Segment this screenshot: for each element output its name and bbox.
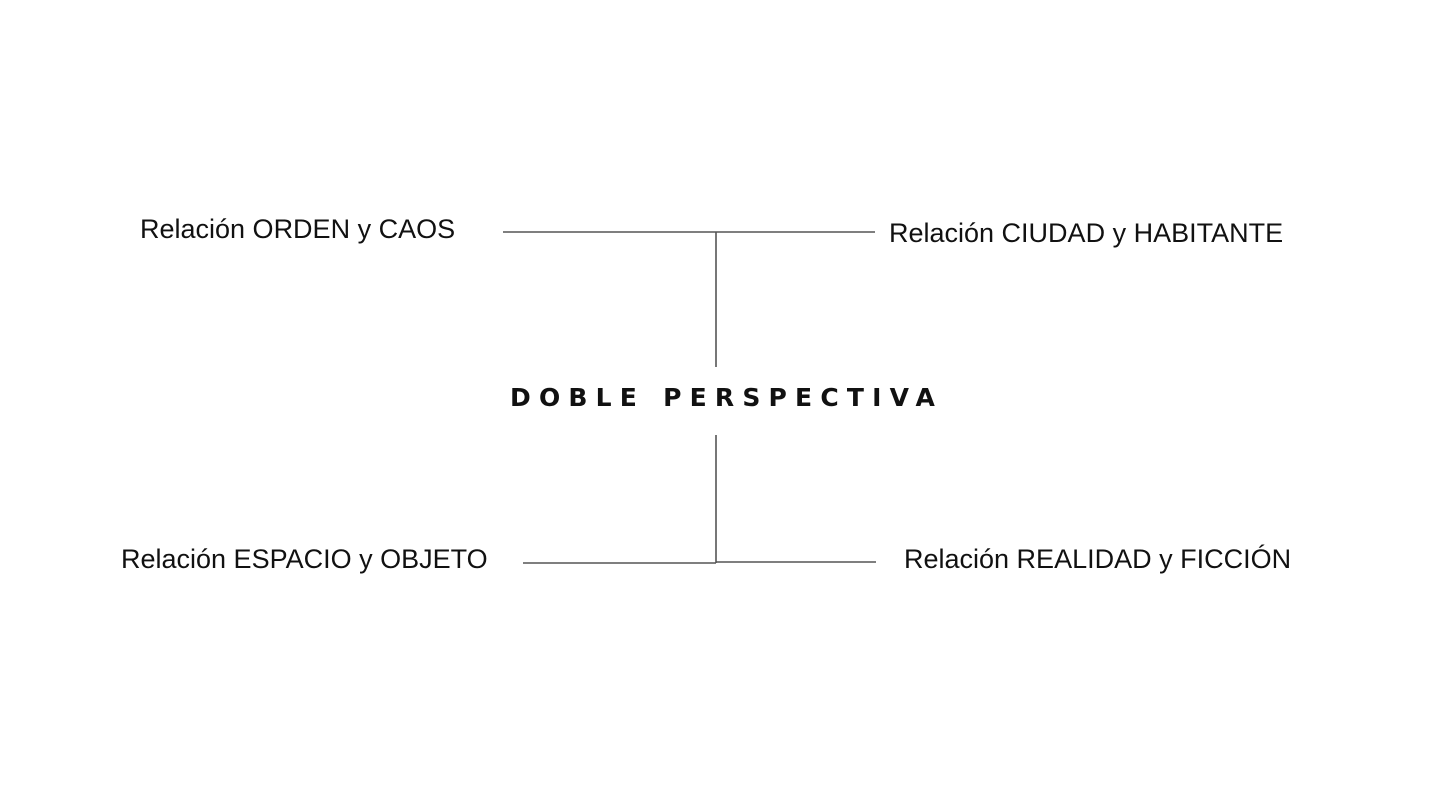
relation-city-inhabitant-label: Relación CIUDAD y HABITANTE [889,218,1284,248]
relation-space-object-label: Relación ESPACIO y OBJETO [121,544,488,574]
relation-order-chaos-label: Relación ORDEN y CAOS [140,214,456,244]
center-title: DOBLE PERSPECTIVA [510,382,943,414]
center-title-word-2: PERSPECTIVA [663,383,944,412]
relation-reality-fiction-label: Relación REALIDAD y FICCIÓN [904,544,1292,574]
center-title-word-1: DOBLE [510,383,646,412]
